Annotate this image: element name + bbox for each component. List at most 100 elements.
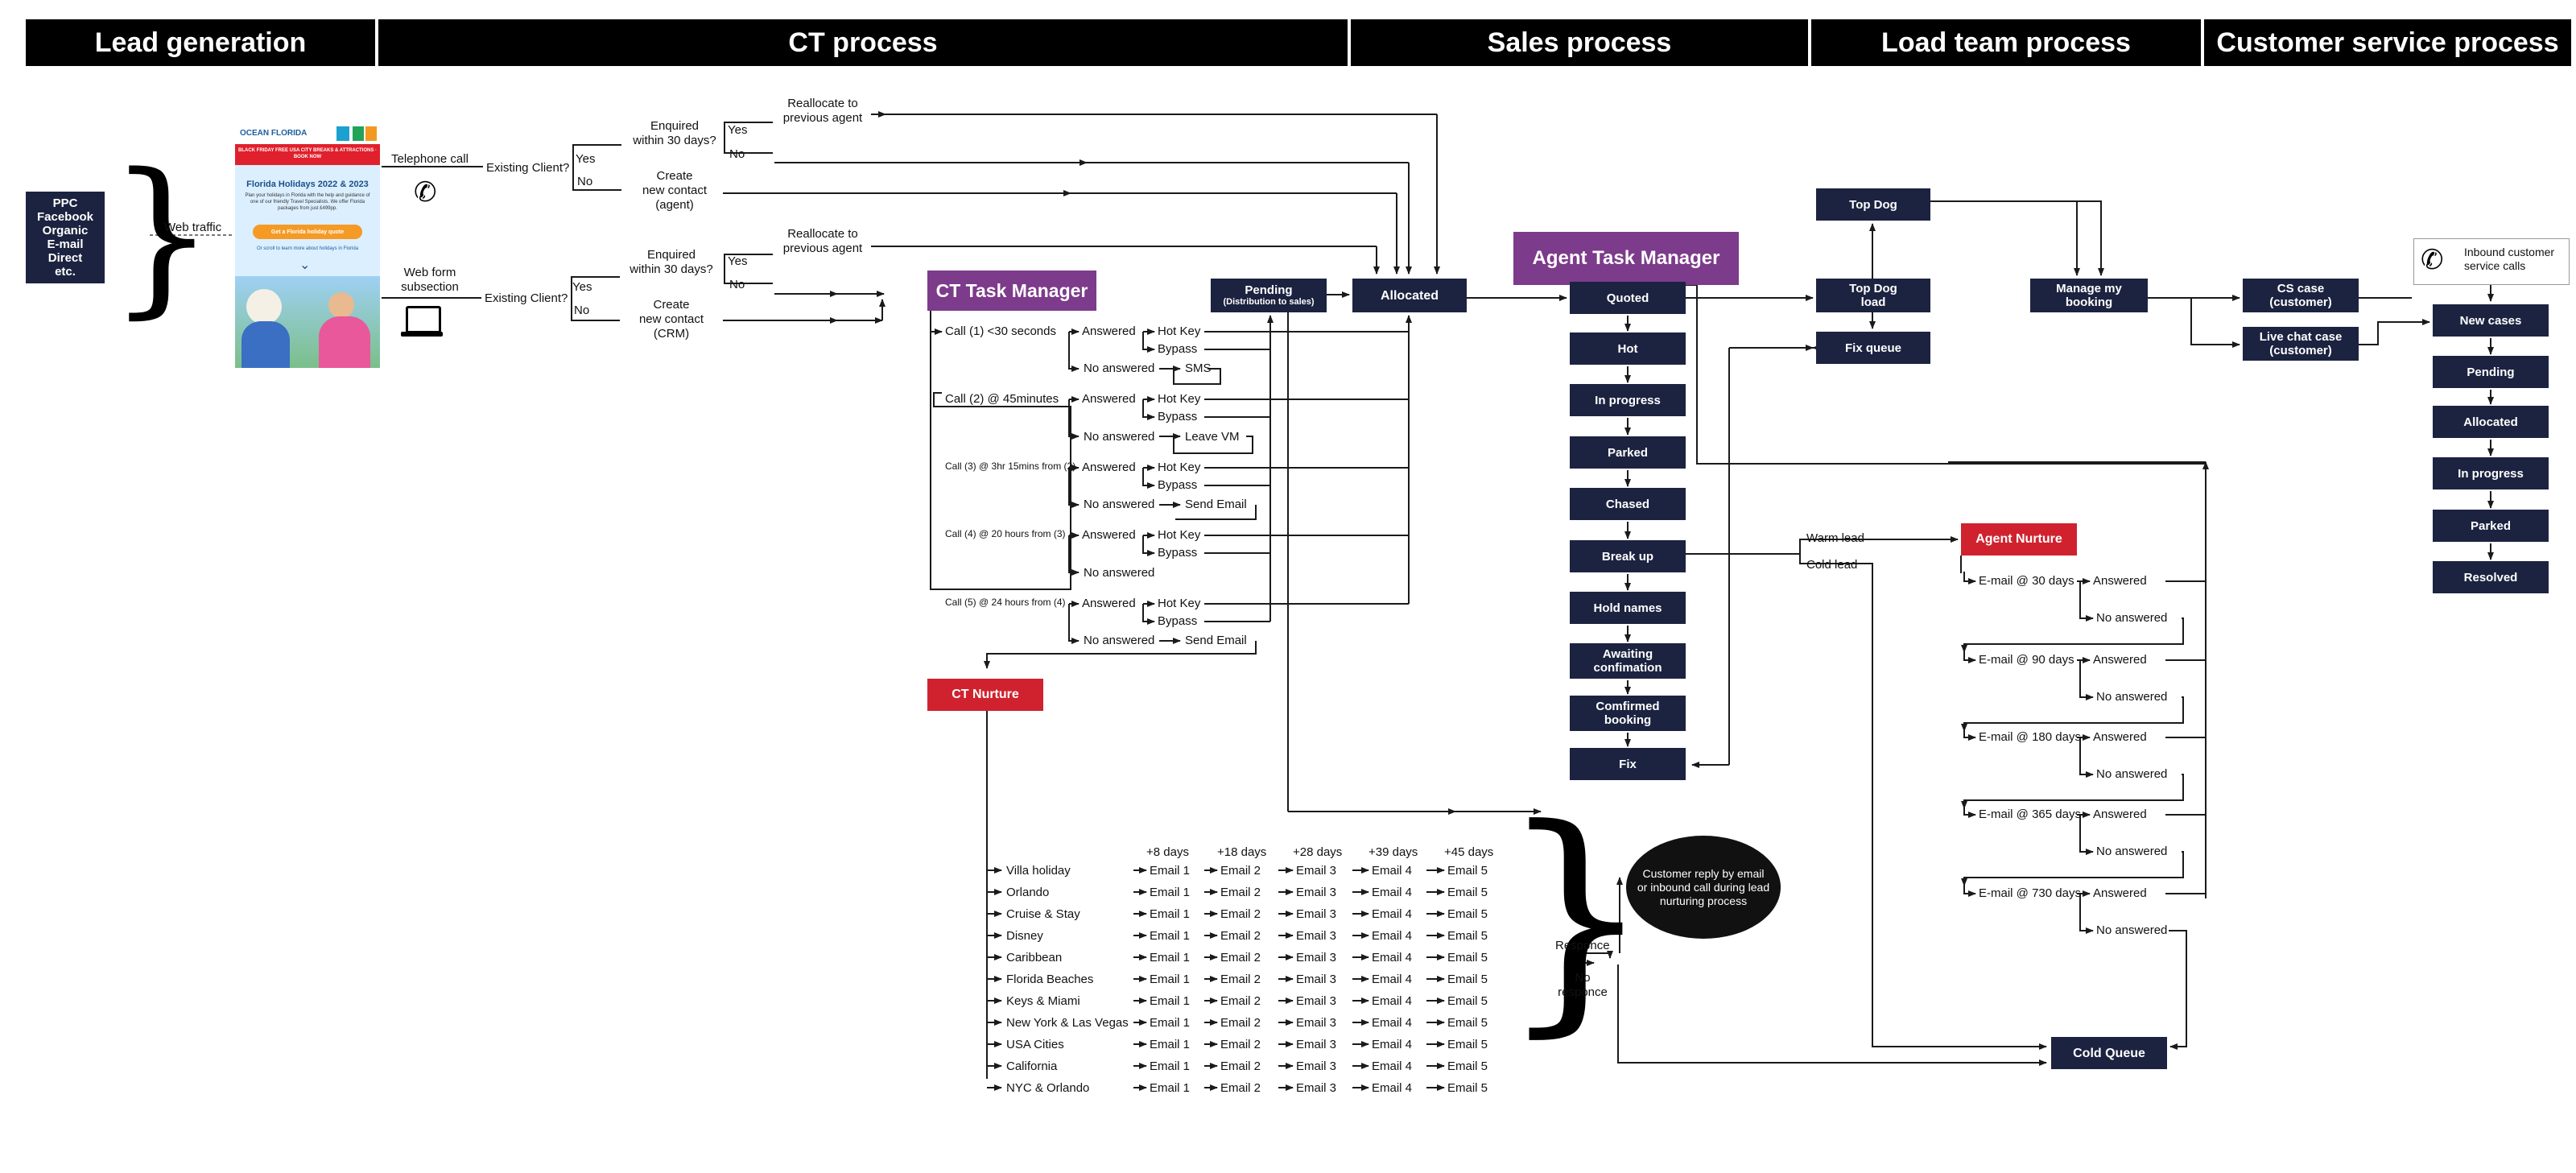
web-form-label: Web form subsection xyxy=(401,266,459,294)
cs-case-box: CS case (customer) xyxy=(2243,279,2359,312)
top-dog-box: Top Dog xyxy=(1816,188,1930,221)
web-traffic-label: Web traffic xyxy=(164,221,222,234)
inbound-calls-card: ✆ Inbound customer service calls xyxy=(2413,238,2570,285)
nurture-email-cell: Email 4 xyxy=(1372,973,1413,986)
sales-stage-box: In progress xyxy=(1570,384,1686,416)
send-email-action: Send Email xyxy=(1185,634,1247,647)
nurture-email-cell: Email 2 xyxy=(1220,951,1261,964)
nurture-email-cell: Email 2 xyxy=(1220,973,1261,986)
hot-key-label: Hot Key xyxy=(1158,392,1201,406)
manage-booking-box: Manage my booking xyxy=(2030,279,2148,312)
nurture-email-cell: Email 3 xyxy=(1296,929,1337,943)
pending-box: Pending (Distribution to sales) xyxy=(1211,279,1327,312)
nurture-email-cell: Email 1 xyxy=(1150,994,1191,1008)
nurture-email-cell: Email 2 xyxy=(1220,929,1261,943)
ct-nurture-box: CT Nurture xyxy=(927,679,1043,711)
ad-photo-figure xyxy=(246,289,282,324)
nurture-email-cell: Email 3 xyxy=(1296,973,1337,986)
header-ct-process: CT process xyxy=(378,19,1348,66)
call-step: Call (2) @ 45minutes xyxy=(945,392,1059,406)
yes-label: Yes xyxy=(728,123,748,137)
nurture-email-cell: Email 4 xyxy=(1372,1038,1413,1051)
create-contact-agent: Create new contact (agent) xyxy=(642,169,708,212)
bypass-label: Bypass xyxy=(1158,410,1198,423)
nurture-campaign: California xyxy=(1006,1059,1058,1073)
enquired-30-days-phone: Enquired within 30 days? xyxy=(633,119,716,147)
answered-label: Answered xyxy=(1082,392,1136,406)
bypass-label: Bypass xyxy=(1158,478,1198,492)
nurture-email-cell: Email 5 xyxy=(1447,929,1488,943)
responce-label: Responce xyxy=(1555,939,1610,952)
sales-stage-box: Parked xyxy=(1570,436,1686,469)
agent-task-manager: Agent Task Manager xyxy=(1513,232,1739,285)
cold-lead-label: Cold lead xyxy=(1806,558,1858,572)
ad-banner xyxy=(235,144,380,165)
nurture-email-cell: Email 4 xyxy=(1372,1081,1413,1095)
sales-stage-box: Hold names xyxy=(1570,592,1686,624)
yes-label: Yes xyxy=(576,152,596,166)
answered-label: Answered xyxy=(1082,528,1136,542)
hot-key-label: Hot Key xyxy=(1158,597,1201,610)
agent-nurture-email: E-mail @ 730 days xyxy=(1979,886,2081,900)
nurture-email-cell: Email 2 xyxy=(1220,907,1261,921)
nurture-campaign: Villa holiday xyxy=(1006,864,1071,878)
reallocate-phone: Reallocate to previous agent xyxy=(782,97,863,125)
ad-link[interactable]: Or scroll to learn more about holidays i… xyxy=(256,246,359,251)
agent-nurture-email: E-mail @ 365 days xyxy=(1979,807,2081,821)
hot-key-label: Hot Key xyxy=(1158,528,1201,542)
nurture-campaign: Disney xyxy=(1006,929,1043,943)
call-step: Call (3) @ 3hr 15mins from (2) xyxy=(945,461,1076,472)
telephone-icon: ✆ xyxy=(2421,245,2444,275)
nurture-email-cell: Email 5 xyxy=(1447,864,1488,878)
telephone-icon: ✆ xyxy=(414,177,437,208)
delay-label: +18 days xyxy=(1217,845,1267,859)
nurture-campaign: Florida Beaches xyxy=(1006,973,1094,986)
delay-label: +28 days xyxy=(1293,845,1343,859)
nurture-email-cell: Email 1 xyxy=(1150,886,1191,899)
nurture-email-cell: Email 1 xyxy=(1150,864,1191,878)
no-answered-label: No answered xyxy=(2096,611,2168,625)
delay-label: +8 days xyxy=(1146,845,1189,859)
nurture-email-cell: Email 1 xyxy=(1150,1038,1191,1051)
pending-label: Pending xyxy=(1245,283,1293,297)
nurture-email-cell: Email 1 xyxy=(1150,973,1191,986)
leave-vm-action: Leave VM xyxy=(1185,430,1240,444)
nurture-campaign: Keys & Miami xyxy=(1006,994,1080,1008)
ad-photo-figure xyxy=(242,321,290,368)
no-label: No xyxy=(729,278,745,291)
nurture-email-cell: Email 2 xyxy=(1220,886,1261,899)
nurture-email-cell: Email 1 xyxy=(1150,907,1191,921)
nurture-campaign: Orlando xyxy=(1006,886,1050,899)
answered-label: Answered xyxy=(2093,653,2147,667)
sms-action: SMS xyxy=(1185,361,1212,375)
nurture-email-cell: Email 4 xyxy=(1372,907,1413,921)
call-step: Call (4) @ 20 hours from (3) xyxy=(945,528,1066,539)
answered-label: Answered xyxy=(2093,886,2147,900)
nurture-email-cell: Email 2 xyxy=(1220,994,1261,1008)
ad-brand: OCEAN FLORIDA xyxy=(240,129,308,138)
allocated-box: Allocated xyxy=(1352,279,1467,312)
cs-stage-box: In progress xyxy=(2433,457,2549,489)
nurture-email-cell: Email 2 xyxy=(1220,1081,1261,1095)
yes-label: Yes xyxy=(728,254,748,268)
nurture-email-cell: Email 4 xyxy=(1372,994,1413,1008)
sales-stage-box: Chased xyxy=(1570,488,1686,520)
reallocate-web: Reallocate to previous agent xyxy=(782,227,863,255)
no-label: No xyxy=(574,304,590,317)
nurture-email-cell: Email 3 xyxy=(1296,1038,1337,1051)
no-answered-label: No answered xyxy=(1084,566,1155,580)
nurture-email-cell: Email 5 xyxy=(1447,973,1488,986)
bypass-label: Bypass xyxy=(1158,546,1198,560)
header-sales-process: Sales process xyxy=(1351,19,1808,66)
sales-stage-box: Quoted xyxy=(1570,282,1686,314)
agent-nurture-email: E-mail @ 30 days xyxy=(1979,574,2074,588)
no-answered-label: No answered xyxy=(1084,634,1155,647)
nurture-email-cell: Email 3 xyxy=(1296,864,1337,878)
answered-label: Answered xyxy=(1082,461,1136,474)
ad-badge-icon xyxy=(353,126,364,141)
nurture-email-cell: Email 5 xyxy=(1447,907,1488,921)
ad-cta-button[interactable]: Get a Florida holiday quote xyxy=(253,225,362,239)
nurture-email-cell: Email 5 xyxy=(1447,1038,1488,1051)
